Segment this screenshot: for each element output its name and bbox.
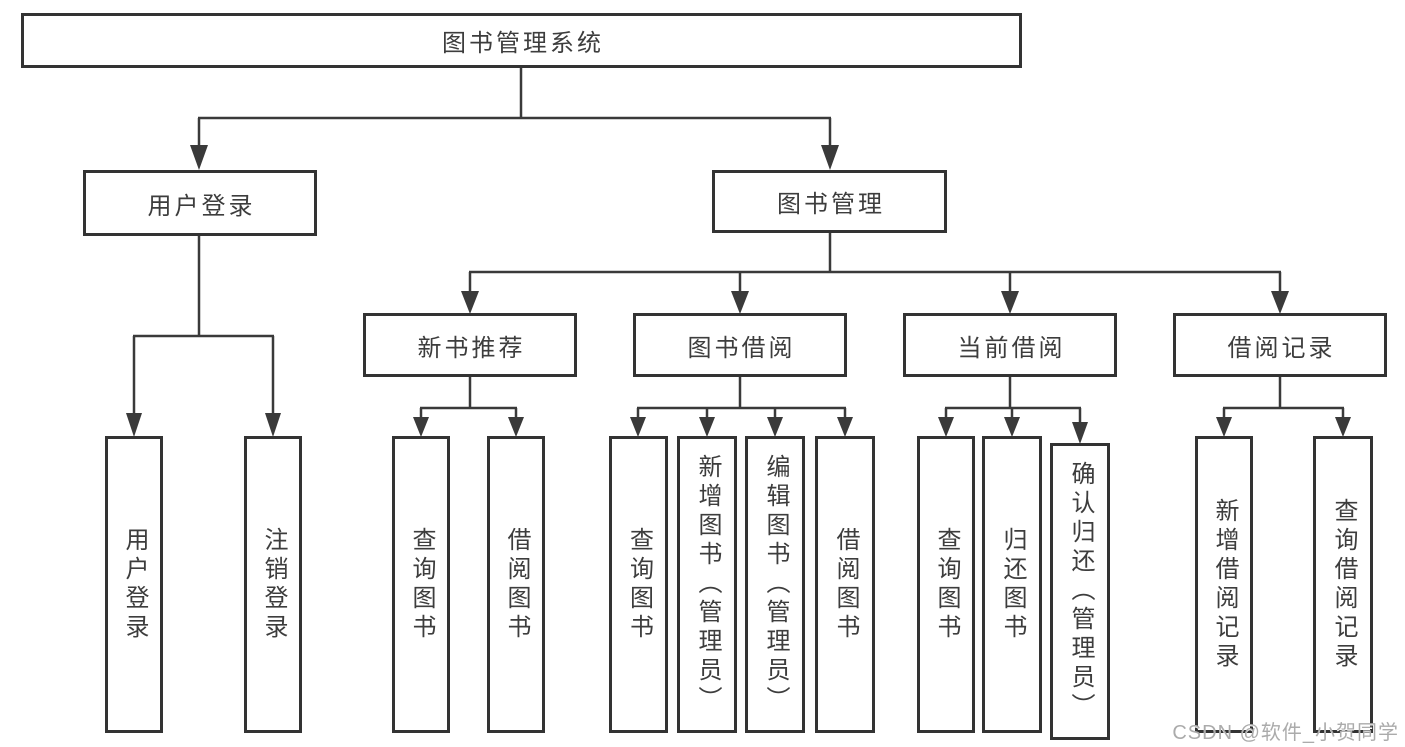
leaf-user-login: 用户登录 <box>105 436 163 733</box>
node-book-borrowing: 图书借阅 <box>633 313 847 377</box>
leaf-records-query-record: 查询借阅记录 <box>1313 436 1373 733</box>
leaf-logout-label: 注销登录 <box>260 526 287 643</box>
node-book-management-label: 图书管理 <box>777 191 885 218</box>
node-book-borrowing-label: 图书借阅 <box>687 334 796 362</box>
leaf-borrow-query-books-label: 查询图书 <box>625 526 653 643</box>
node-user-login: 用户登录 <box>83 170 317 236</box>
node-user-login-label: 用户登录 <box>147 192 256 220</box>
leaf-user-login-label: 用户登录 <box>121 526 148 643</box>
leaf-logout: 注销登录 <box>244 436 302 733</box>
node-new-book-recommendation: 新书推荐 <box>363 313 577 377</box>
node-root: 图书管理系统 <box>21 13 1022 68</box>
node-borrow-records: 借阅记录 <box>1173 313 1387 377</box>
leaf-borrow-add-books-admin-label: 新增图书（管理员） <box>694 454 721 715</box>
leaf-current-return-books-label: 归还图书 <box>999 526 1026 643</box>
leaf-borrow-edit-books-admin: 编辑图书（管理员） <box>745 436 805 733</box>
leaf-current-query-books: 查询图书 <box>917 436 975 733</box>
leaf-records-add-record-label: 新增借阅记录 <box>1211 497 1238 672</box>
leaf-current-confirm-return-admin-label: 确认归还（管理员） <box>1067 461 1094 722</box>
leaf-recommend-borrow-books-label: 借阅图书 <box>503 526 530 643</box>
node-borrow-records-label: 借阅记录 <box>1227 334 1336 362</box>
node-current-borrowing: 当前借阅 <box>903 313 1117 377</box>
leaf-current-query-books-label: 查询图书 <box>933 526 960 643</box>
leaf-borrow-query-books: 查询图书 <box>609 436 668 733</box>
leaf-recommend-borrow-books: 借阅图书 <box>487 436 545 733</box>
leaf-current-confirm-return-admin: 确认归还（管理员） <box>1050 443 1110 740</box>
leaf-borrow-borrow-books-label: 借阅图书 <box>832 526 859 643</box>
node-book-management: 图书管理 <box>712 170 947 233</box>
node-current-borrowing-label: 当前借阅 <box>957 334 1066 362</box>
leaf-borrow-edit-books-admin-label: 编辑图书（管理员） <box>762 454 789 715</box>
node-root-label: 图书管理系统 <box>442 30 604 57</box>
leaf-records-query-record-label: 查询借阅记录 <box>1330 497 1357 672</box>
leaf-borrow-add-books-admin: 新增图书（管理员） <box>677 436 737 733</box>
leaf-recommend-query-books-label: 查询图书 <box>408 526 435 643</box>
leaf-current-return-books: 归还图书 <box>982 436 1042 733</box>
leaf-borrow-borrow-books: 借阅图书 <box>815 436 875 733</box>
leaf-recommend-query-books: 查询图书 <box>392 436 450 733</box>
leaf-records-add-record: 新增借阅记录 <box>1195 436 1253 733</box>
node-new-book-recommendation-label: 新书推荐 <box>417 334 526 362</box>
watermark: CSDN @软件_小贺同学 <box>1172 722 1399 744</box>
